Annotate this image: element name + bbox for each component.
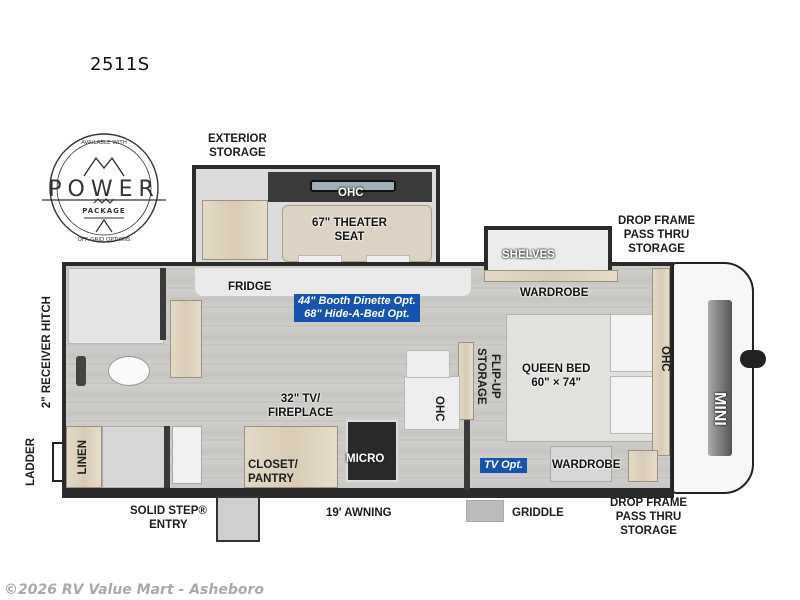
label-ohc-kitchen: OHC [433, 396, 445, 422]
front-cap-brand: MINI [711, 392, 728, 426]
label-ohc-front: OHC [659, 346, 671, 372]
front-ohc-cabinet [652, 268, 670, 456]
label-drop-frame-top: DROP FRAME PASS THRU STORAGE [618, 215, 696, 255]
label-ladder: LADDER [25, 438, 37, 486]
nightstand [628, 450, 658, 482]
label-tv-fireplace: 32" TV/ FIREPLACE [268, 393, 334, 419]
front-cap-brand-panel [708, 300, 732, 456]
label-exterior-storage: EXTERIOR STORAGE [208, 133, 267, 159]
ladder-icon [52, 442, 64, 482]
dinette-option-badge: 44" Booth Dinette Opt. 68" Hide-A-Bed Op… [294, 294, 420, 322]
bath-vanity [102, 426, 168, 488]
label-awning: 19' AWNING [326, 507, 392, 519]
copyright: ©2026 RV Value Mart - Asheboro [4, 582, 264, 598]
sink-mirror-icon [76, 356, 86, 386]
wardrobe-top-cabinet [484, 270, 618, 282]
skylight-icon [310, 180, 396, 192]
power-package-badge-icon: POWER PACKAGE AVAILABLE WITH OFF-GRID OP… [42, 133, 166, 243]
linen-cabinet [66, 426, 102, 488]
power-package-logo: POWER PACKAGE AVAILABLE WITH OFF-GRID OP… [38, 128, 170, 248]
svg-text:PACKAGE: PACKAGE [82, 207, 125, 215]
bath-partition [160, 268, 166, 340]
label-griddle: GRIDDLE [512, 507, 564, 519]
griddle-icon [466, 500, 504, 522]
wardrobe-bottom [550, 446, 612, 482]
pillow-bottom [610, 376, 654, 434]
model-number: 2511S [90, 54, 150, 75]
label-shelves: SHELVES [502, 249, 555, 261]
label-drop-frame-bottom: DROP FRAME PASS THRU STORAGE [610, 497, 688, 537]
stove-microwave [346, 420, 398, 482]
label-wardrobe-bottom: WARDROBE [552, 459, 621, 471]
fridge [195, 268, 471, 296]
bedroom-partition [464, 366, 470, 490]
theater-seat [282, 205, 432, 262]
label-queen-bed: QUEEN BED 60" × 74" [522, 363, 591, 389]
svg-text:AVAILABLE WITH: AVAILABLE WITH [81, 140, 127, 146]
shelves-interior [488, 230, 608, 270]
kitchen-sink-top [406, 350, 450, 378]
label-solid-step-entry: SOLID STEP® ENTRY [130, 505, 207, 531]
label-ohc-top: OHC [338, 187, 364, 199]
label-wardrobe-top: WARDROBE [520, 287, 589, 299]
hitch-icon [740, 350, 766, 368]
tv-option-badge: TV Opt. [480, 458, 528, 473]
pillow-top [610, 314, 654, 372]
label-closet-pantry: CLOSET/ PANTRY [248, 459, 298, 485]
entry-steps [216, 496, 260, 542]
flip-up-storage [458, 342, 474, 420]
label-receiver-hitch: 2" RECEIVER HITCH [41, 296, 53, 409]
entry-cabinet [172, 426, 202, 484]
label-micro: MICRO [346, 453, 385, 465]
closet-pantry [244, 426, 338, 488]
svg-text:OFF-GRID OPTIONS: OFF-GRID OPTIONS [77, 237, 131, 243]
label-theater-seat: 67" THEATER SEAT [312, 217, 387, 243]
bath-door-cabinet [170, 300, 202, 378]
kitchen-counter [404, 376, 460, 430]
exterior-storage-cabinet [202, 200, 268, 260]
label-linen: LINEN [77, 440, 89, 475]
label-flip-up-storage: FLIP-UP STORAGE [475, 348, 501, 405]
svg-text:POWER: POWER [48, 177, 160, 202]
shower [68, 268, 164, 344]
toilet-icon [108, 356, 150, 386]
label-fridge: FRIDGE [228, 281, 272, 293]
bath-wall [164, 426, 170, 488]
